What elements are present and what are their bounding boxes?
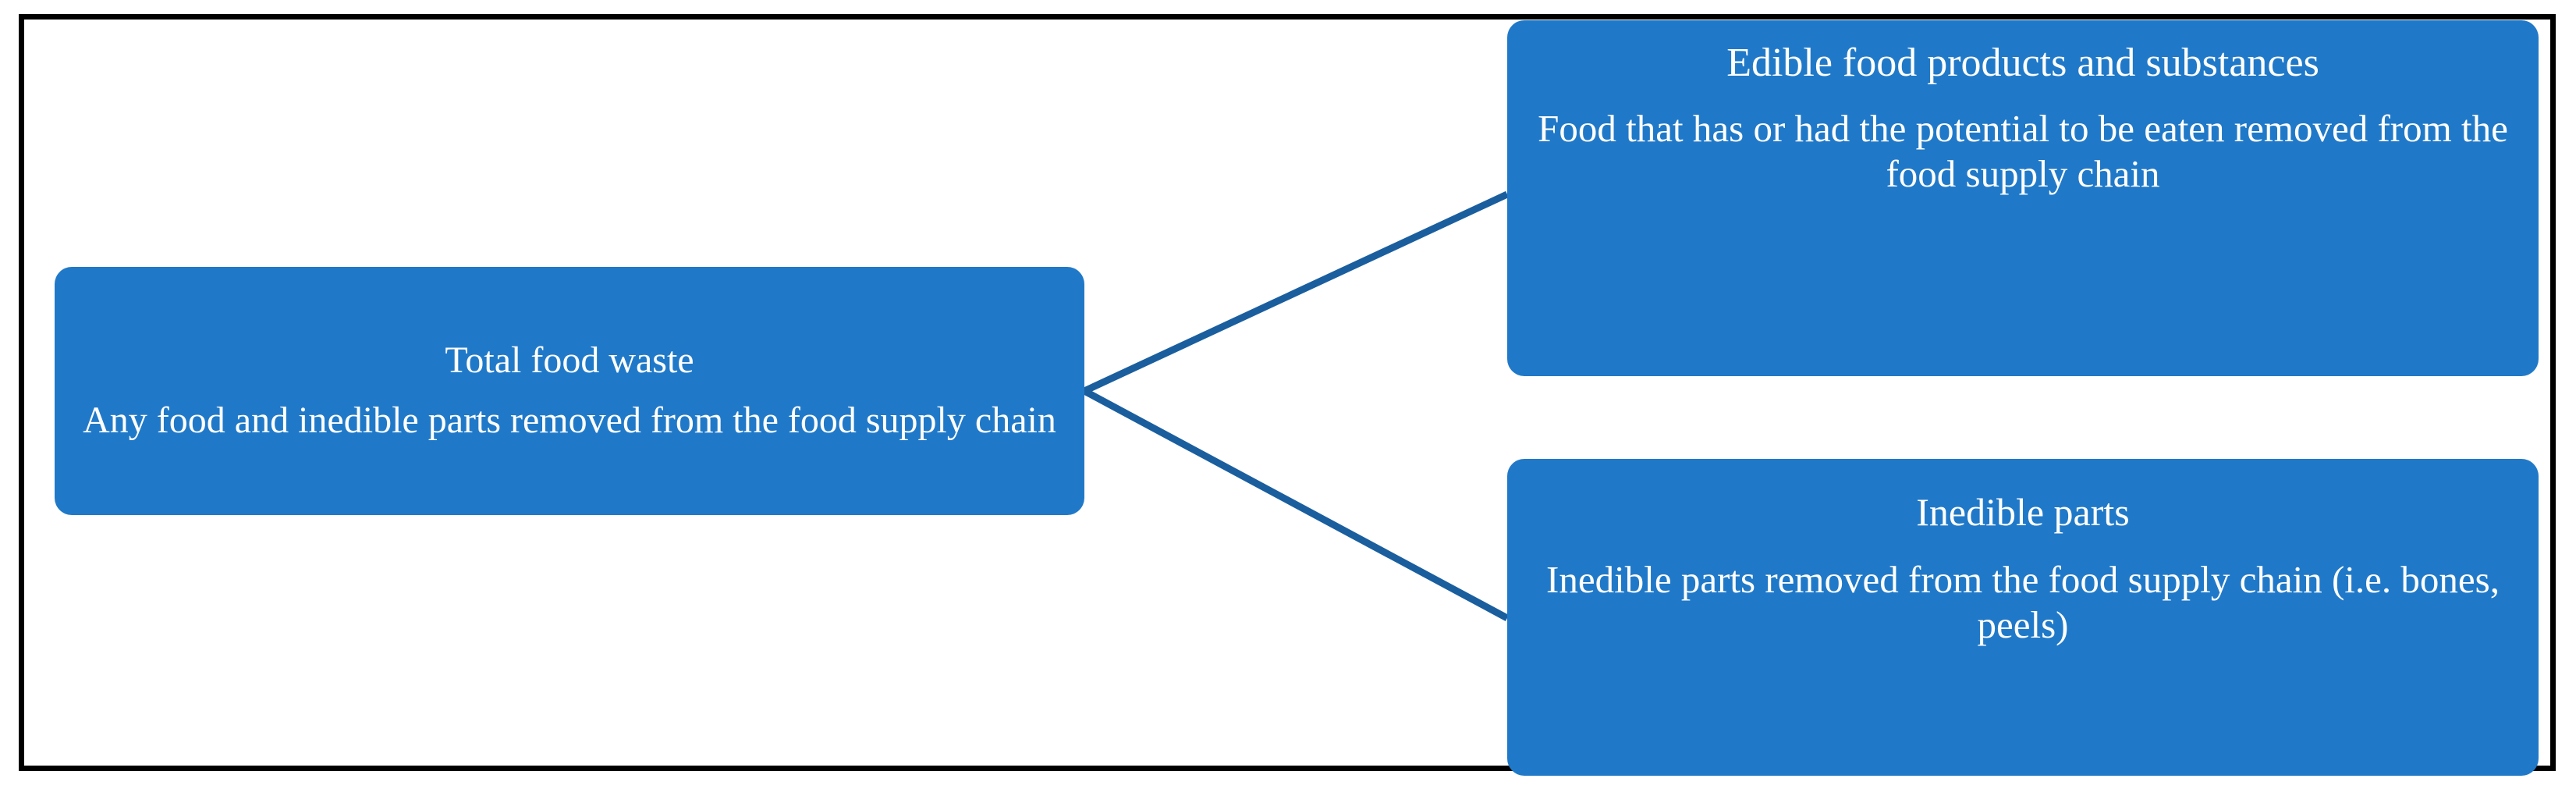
node-body: Food that has or had the potential to be… xyxy=(1538,107,2508,196)
node-total-food-waste[interactable]: Total food waste Any food and inedible p… xyxy=(55,267,1084,515)
node-body: Inedible parts removed from the food sup… xyxy=(1546,558,2500,646)
node-body: Any food and inedible parts removed from… xyxy=(83,399,1056,441)
node-edible-food-products[interactable]: Edible food products and substances Food… xyxy=(1507,20,2539,376)
node-title: Edible food products and substances xyxy=(1726,41,2319,85)
node-title: Inedible parts xyxy=(1916,490,2130,534)
node-title: Total food waste xyxy=(445,339,694,381)
node-inedible-parts[interactable]: Inedible parts Inedible parts removed fr… xyxy=(1507,459,2539,776)
